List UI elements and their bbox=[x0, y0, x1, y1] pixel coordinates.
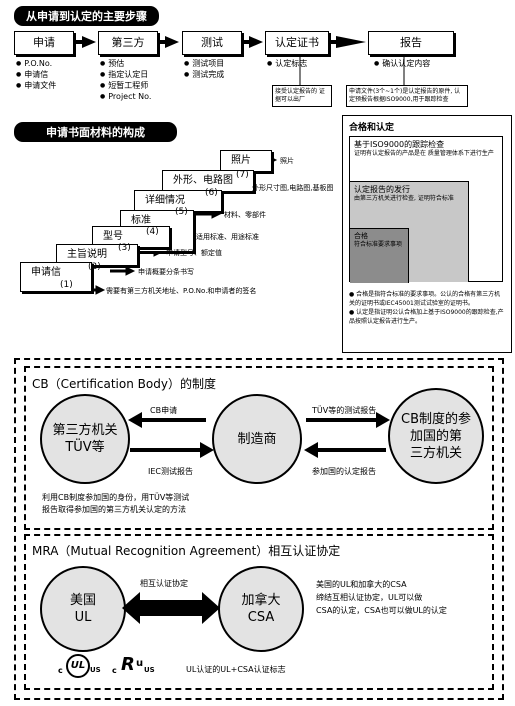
step3-items: 测试项目 测试完成 bbox=[184, 58, 224, 80]
doc-num-7: (7) bbox=[236, 170, 249, 180]
doc-desc-7: 照片 bbox=[280, 157, 294, 165]
systems-frame bbox=[14, 358, 504, 700]
certify-box2-sub: 由第三方机关进行检查, 证明符合标准 bbox=[354, 195, 454, 202]
ur-logo: c R u US bbox=[112, 654, 160, 680]
ul-logo-c: c bbox=[58, 666, 63, 675]
cb-box bbox=[24, 366, 494, 530]
doc-desc-3: 申请型号、额定值 bbox=[166, 249, 222, 257]
step4-note: 接受认定报告的 证据可以出厂 bbox=[272, 85, 332, 107]
certify-box-pass: 合格 符合标准要求事项 bbox=[350, 228, 409, 283]
mra-right-label: 加拿大 CSA bbox=[241, 593, 281, 625]
cb-title: CB（Certification Body）的制度 bbox=[32, 377, 216, 391]
logo-caption: UL认证的UL+CSA认证标志 bbox=[186, 665, 286, 674]
doc-layer-1: 申请信 bbox=[20, 262, 92, 292]
step5-items: 确认认定内容 bbox=[374, 58, 430, 69]
list-item: 指定认定日 bbox=[100, 69, 151, 80]
mra-description: 美国的UL和加拿大的CSA 缔结互相认证协定，UL可以做 CSA的认定，CSA也… bbox=[316, 580, 447, 615]
step5-note: 申请文件(3个~1个)是认定报告的原件, 认定预报告根据ISO9000,用于跟踪… bbox=[346, 85, 468, 107]
cb-third-party-circle: 第三方机关 TÜV等 bbox=[40, 394, 130, 484]
ul-logo-us: US bbox=[90, 666, 101, 674]
certify-note-1: ● 合格是指符合标准的要求事项。公认的合格有第三方机关的证明书或IEC45001… bbox=[349, 291, 501, 307]
list-item: Project No. bbox=[100, 91, 151, 102]
cb-arrow-member-report: 参加国的认定报告 bbox=[312, 467, 376, 476]
certify-box2-title: 认定报告的发行 bbox=[354, 185, 410, 194]
certify-title: 合格和认定 bbox=[349, 123, 395, 133]
step1-items: P.O.No. 申请信 申请文件 bbox=[16, 58, 56, 91]
doc-layer-2: 主旨说明 bbox=[56, 244, 138, 266]
ul-logo-mark: UL bbox=[66, 654, 90, 678]
mra-double-arrow bbox=[122, 592, 220, 624]
list-item: 测试项目 bbox=[184, 58, 224, 69]
cb-arrows bbox=[128, 412, 390, 458]
doc-desc-4: 适用标准、用途标准 bbox=[196, 233, 259, 241]
cb-right-label: CB制度的参 加国的第 三方机关 bbox=[401, 411, 471, 461]
step-apply: 申请 bbox=[14, 31, 74, 55]
doc-num-4: (4) bbox=[146, 227, 159, 237]
ur-logo-us: US bbox=[144, 666, 155, 674]
list-item: 测试完成 bbox=[184, 69, 224, 80]
certify-box-report: 认定报告的发行 由第三方机关进行检查, 证明符合标准 合格 符合标准要求事项 bbox=[350, 181, 469, 283]
certify-notes: ● 合格是指符合标准的要求事项。公认的合格有第三方机关的证明书或IEC45001… bbox=[349, 290, 505, 326]
mra-box bbox=[24, 534, 494, 690]
step4-items: 认定标志 bbox=[267, 58, 307, 69]
list-item: P.O.No. bbox=[16, 58, 56, 69]
doc-layer-7: 照片 bbox=[220, 150, 272, 172]
mra-arrow-label: 相互认证协定 bbox=[140, 579, 188, 588]
step-test: 测试 bbox=[182, 31, 242, 55]
mra-ca-circle: 加拿大 CSA bbox=[218, 566, 304, 652]
doc-layer-4-label: 标准 bbox=[131, 215, 151, 226]
doc-num-3: (3) bbox=[118, 243, 131, 253]
doc-num-5: (5) bbox=[175, 207, 188, 217]
cb-left-label: 第三方机关 TÜV等 bbox=[52, 423, 118, 455]
mra-us-circle: 美国 UL bbox=[40, 566, 126, 652]
cb-arrow-apply: CB申请 bbox=[150, 406, 178, 415]
certify-box1-sub: 证明有认定报告的产品是在 质量管理体系下进行生产 bbox=[354, 150, 494, 157]
list-item: 申请信 bbox=[16, 69, 56, 80]
doc-desc-2: 申请概要分条书写 bbox=[138, 268, 194, 276]
process-title: 从申请到认定的主要步骤 bbox=[14, 6, 159, 26]
list-item: 申请文件 bbox=[16, 80, 56, 91]
list-item: 预估 bbox=[100, 58, 151, 69]
cb-manufacturer-circle: 制造商 bbox=[212, 394, 302, 484]
cb-arrow-iec-report: IEC测试报告 bbox=[148, 467, 193, 476]
cb-note: 利用CB制度参加国的身份，用TÜV等测试 报告取得参加国的第三方机关认定的方法 bbox=[42, 493, 190, 514]
ur-logo-c: c bbox=[112, 666, 117, 675]
doc-desc-5: 材料、零部件 bbox=[224, 211, 266, 219]
list-item: 认定标志 bbox=[267, 58, 307, 69]
certify-panel: 合格和认定 基于ISO9000的跟踪检查 证明有认定报告的产品是在 质量管理体系… bbox=[342, 115, 512, 353]
mra-title: MRA（Mutual Recognition Agreement）相互认证协定 bbox=[32, 544, 341, 558]
step2-items: 预估 指定认定日 短暂工程师 Project No. bbox=[100, 58, 151, 102]
doc-desc-6: 外形尺寸图,电路图,基板图 bbox=[252, 184, 334, 192]
ul-logo: c UL US bbox=[58, 654, 102, 680]
mra-left-label: 美国 UL bbox=[69, 593, 96, 625]
list-item: 确认认定内容 bbox=[374, 58, 430, 69]
cb-center-label: 制造商 bbox=[237, 431, 277, 447]
doc-desc-1: 需要有第三方机关地址、P.O.No.和申请者的签名 bbox=[106, 287, 257, 295]
doc-num-6: (6) bbox=[205, 188, 218, 198]
list-item: 短暂工程师 bbox=[100, 80, 151, 91]
certify-note-2: ● 认定是指证明公认合格加上基于ISO9000的跟踪检查,产品按照认定报告进行生… bbox=[349, 309, 504, 325]
ur-logo-mark: R bbox=[121, 654, 135, 675]
doc-num-1: (1) bbox=[60, 280, 73, 290]
cb-member-circle: CB制度的参 加国的第 三方机关 bbox=[388, 388, 484, 484]
step-report: 报告 bbox=[368, 31, 454, 55]
cb-arrow-tuv-report: TÜV等的测试报告 bbox=[312, 406, 377, 415]
certify-box3-sub: 符合标准要求事项 bbox=[354, 241, 403, 248]
certify-box-iso: 基于ISO9000的跟踪检查 证明有认定报告的产品是在 质量管理体系下进行生产 … bbox=[349, 136, 503, 283]
doc-num-2: (2) bbox=[88, 262, 101, 272]
ur-logo-u: u bbox=[136, 658, 144, 669]
docs-title: 申请书面材料的构成 bbox=[14, 122, 177, 142]
certify-box1-title: 基于ISO9000的跟踪检查 bbox=[354, 140, 445, 149]
step-third-party: 第三方 bbox=[98, 31, 158, 55]
step-certificate: 认定证书 bbox=[265, 31, 329, 55]
certify-box3-title: 合格 bbox=[354, 232, 368, 240]
